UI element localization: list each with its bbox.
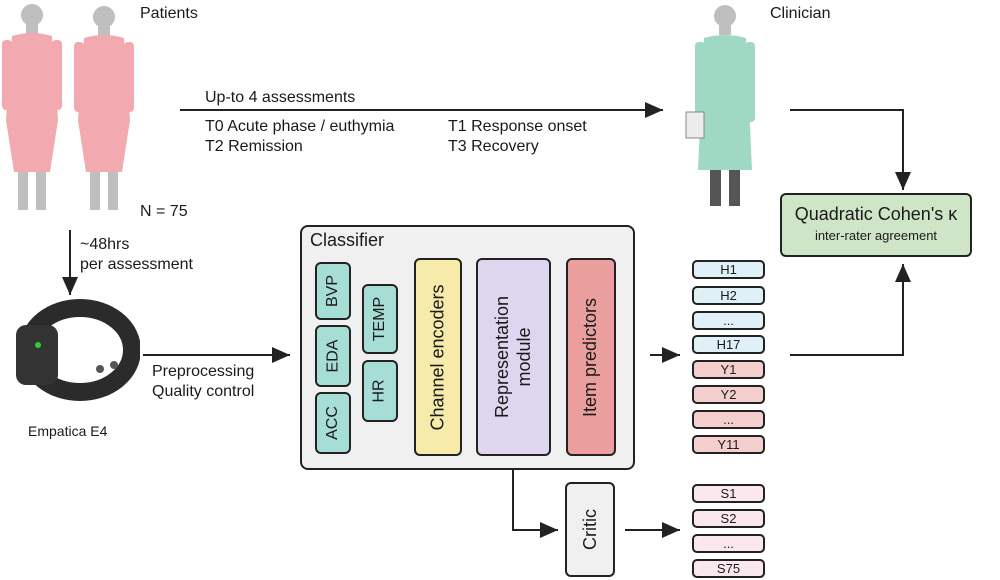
channel-hr-label: HR [370, 379, 388, 403]
item-y2: Y2 [692, 385, 765, 404]
assessment-t2: T2 Remission [205, 138, 303, 155]
channel-eda: EDA [315, 325, 351, 387]
kappa-subtitle: inter-rater agreement [814, 228, 938, 243]
channel-encoders-label: Channel encoders [427, 283, 448, 431]
channel-bvp: BVP [315, 262, 351, 320]
device-label: Empatica E4 [28, 423, 108, 439]
arrow-clinician-to-kappa [790, 109, 911, 190]
module-word: module [514, 327, 535, 387]
item-s1: S1 [692, 484, 765, 503]
preprocessing-line-2: Quality control [152, 383, 255, 400]
channel-acc: ACC [315, 392, 351, 454]
channel-acc-label: ACC [324, 406, 341, 440]
empatica-wristband-illustration [16, 299, 140, 401]
sample-size-label: N = 75 [140, 203, 188, 220]
channel-hr: HR [362, 360, 398, 422]
item-predictors-block: Item predictors [566, 258, 616, 456]
clinician-illustration [685, 5, 755, 206]
critic-block: Critic [565, 482, 615, 577]
representation-module-block: Representation module [476, 258, 551, 456]
kappa-box: Quadratic Cohen's κ inter-rater agreemen… [780, 193, 972, 257]
item-s75: S75 [692, 559, 765, 578]
channel-encoders-block: Channel encoders [414, 258, 462, 456]
patient-figure-1 [2, 4, 62, 210]
classifier-title: Classifier [310, 230, 385, 250]
item-s2: S2 [692, 509, 765, 528]
item-predictors-label: Item predictors [580, 297, 601, 417]
item-h17: H17 [692, 335, 765, 354]
clipboard-icon [685, 111, 705, 139]
channel-temp-label: TEMP [371, 296, 389, 342]
patients-illustration [2, 4, 134, 210]
clinician-label: Clinician [770, 5, 831, 22]
arrow-representation-to-critic [512, 457, 558, 538]
item-y1: Y1 [692, 360, 765, 379]
patient-figure-2 [74, 6, 134, 210]
item-s-ellipsis: ... [692, 534, 765, 553]
patients-label: Patients [140, 5, 198, 22]
channel-eda-label: EDA [324, 339, 341, 373]
item-h2: H2 [692, 286, 765, 305]
representation-word: Representation [492, 295, 513, 419]
assessment-t3: T3 Recovery [448, 138, 539, 155]
channel-bvp-label: BVP [324, 274, 342, 308]
channel-temp: TEMP [362, 284, 398, 354]
assessments-title: Up-to 4 assessments [205, 89, 356, 106]
representation-module-label: Representation module [492, 296, 536, 418]
arrow-items-to-kappa [790, 264, 911, 356]
duration-line-1: ~48hrs [80, 236, 130, 253]
assessment-t0: T0 Acute phase / euthymia [205, 118, 395, 135]
item-y-ellipsis: ... [692, 410, 765, 429]
kappa-title: Quadratic Cohen's κ [794, 204, 958, 224]
item-h-ellipsis: ... [692, 311, 765, 330]
duration-line-2: per assessment [80, 256, 193, 273]
item-y11: Y11 [692, 435, 765, 454]
critic-label: Critic [579, 509, 600, 550]
preprocessing-line-1: Preprocessing [152, 363, 255, 380]
item-h1: H1 [692, 260, 765, 279]
assessment-t1: T1 Response onset [448, 118, 587, 135]
